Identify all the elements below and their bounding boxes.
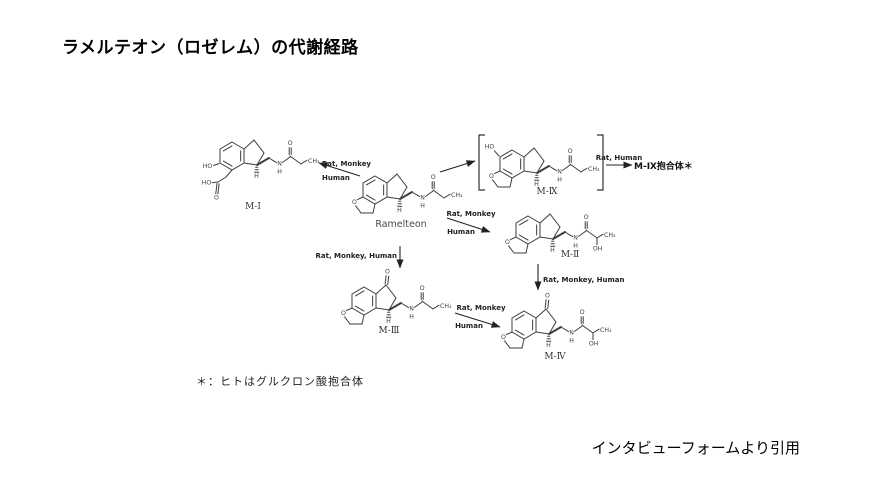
svg-text:HO: HO: [202, 179, 212, 186]
svg-text:O: O: [489, 173, 494, 180]
label-ramelteon: Ramelteon: [375, 219, 426, 230]
arrow-label-to-m2-top: Rat, Monkey: [446, 210, 496, 218]
svg-text:H: H: [557, 177, 562, 184]
arrow-ramelteon-to-m9: [439, 160, 476, 173]
arrow-label-m3-to-m4-bottom: Human: [455, 322, 483, 330]
label-m3: M-Ⅲ: [379, 326, 400, 336]
svg-text:N: N: [420, 195, 425, 202]
svg-text:H: H: [420, 203, 425, 210]
svg-text:N: N: [557, 169, 562, 176]
arrow-ramelteon-to-m1: [318, 162, 361, 177]
arrow-label-to-m1-top: Rat, Monkey: [322, 160, 372, 168]
svg-text:O: O: [288, 140, 293, 147]
svg-text:H: H: [254, 173, 259, 180]
svg-text:HO: HO: [203, 163, 213, 170]
svg-text:O: O: [420, 285, 425, 292]
label-m9-conjugate: M-Ⅸ抱合体＊: [634, 160, 693, 172]
svg-text:O: O: [545, 292, 550, 299]
svg-text:H: H: [409, 314, 414, 321]
svg-text:O: O: [341, 310, 346, 317]
citation-text: インタビューフォームより引用: [591, 440, 800, 457]
svg-text:CH₃: CH₃: [308, 158, 320, 165]
svg-text:OH: OH: [593, 246, 603, 253]
svg-text:N: N: [573, 235, 578, 242]
svg-text:O: O: [431, 174, 436, 181]
label-m9: M-Ⅸ: [537, 187, 558, 197]
svg-text:H: H: [386, 318, 391, 325]
svg-text:O: O: [352, 199, 357, 206]
svg-text:H: H: [550, 247, 555, 254]
svg-text:O: O: [214, 194, 219, 201]
arrow-label-m9-to-conjugate: Rat, Human: [596, 154, 642, 162]
svg-text:O: O: [568, 148, 573, 155]
svg-text:CH₃: CH₃: [588, 166, 600, 173]
svg-text:N: N: [277, 161, 282, 168]
svg-text:O: O: [501, 334, 506, 341]
svg-text:H: H: [546, 342, 551, 349]
arrow-label-to-m1-bottom: Human: [322, 174, 350, 182]
label-m4: M-Ⅳ: [544, 352, 566, 362]
svg-text:N: N: [409, 306, 414, 313]
svg-text:H: H: [569, 338, 574, 345]
arrow-label-m2-to-m4: Rat, Monkey, Human: [543, 276, 625, 284]
svg-text:H: H: [277, 169, 282, 176]
svg-text:O: O: [505, 239, 510, 246]
svg-text:O: O: [584, 214, 589, 221]
arrow-label-m3-to-m4-top: Rat, Monkey: [456, 304, 506, 312]
svg-text:O: O: [385, 268, 390, 275]
label-m2: M-Ⅱ: [561, 250, 579, 260]
arrow-label-to-m2-bottom: Human: [447, 228, 475, 236]
svg-text:CH₃: CH₃: [600, 327, 612, 334]
label-m1: M-Ⅰ: [245, 202, 261, 212]
arrow-label-to-m3: Rat, Monkey, Human: [316, 252, 398, 260]
svg-text:H: H: [534, 181, 539, 188]
svg-text:OH: OH: [589, 341, 599, 348]
m9-left-bracket: [478, 134, 485, 191]
arrow-ramelteon-to-m2: [446, 217, 491, 233]
svg-text:N: N: [569, 330, 574, 337]
svg-text:O: O: [580, 309, 585, 316]
svg-text:H: H: [397, 207, 402, 214]
svg-text:HO: HO: [485, 144, 495, 151]
svg-text:CH₃: CH₃: [451, 192, 463, 199]
arrow-m3-to-m4: [454, 312, 501, 328]
svg-text:CH₃: CH₃: [604, 232, 616, 239]
footnote: ＊：ヒトはグルクロン酸抱合体: [196, 375, 364, 388]
svg-text:H: H: [573, 243, 578, 250]
svg-text:CH₃: CH₃: [440, 303, 452, 310]
m9-right-bracket: [597, 134, 604, 191]
page-title: ラメルテオン（ロゼレム）の代謝経路: [62, 38, 359, 57]
